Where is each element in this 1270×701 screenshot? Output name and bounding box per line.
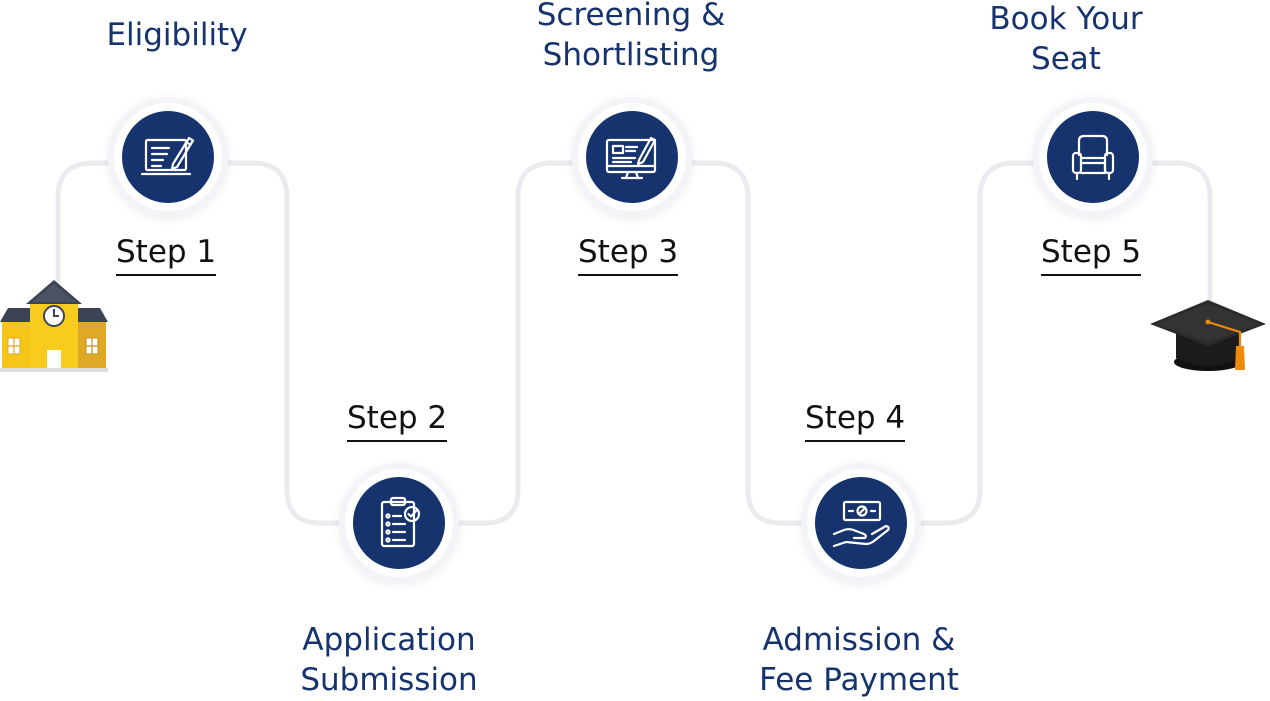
- step-2-label: Step 2: [347, 400, 448, 442]
- step-5-label: Step 5: [1041, 234, 1142, 276]
- step-4-label: Step 4: [805, 400, 906, 442]
- step-5-node: [1039, 103, 1147, 211]
- laptop-edit-icon: [140, 136, 195, 176]
- school-building-icon: [0, 280, 108, 372]
- step-1-label: Step 1: [116, 234, 217, 276]
- step-2-title: Application Submission: [300, 622, 478, 698]
- step-1-title: Eligibility: [106, 17, 248, 53]
- step-5-title: Book Your Seat: [989, 1, 1143, 77]
- step-3-node: [578, 103, 686, 211]
- step-3-label: Step 3: [578, 234, 679, 276]
- step-1-node: [114, 103, 222, 211]
- step-2-node: [345, 469, 453, 577]
- step-4-node: [807, 469, 915, 577]
- step-3-title: Screening & Shortlisting: [536, 0, 726, 73]
- hand-money-icon: [832, 500, 890, 548]
- graduation-cap-icon: [1150, 300, 1266, 371]
- armchair-seat-icon: [1071, 134, 1115, 181]
- monitor-edit-icon: [605, 136, 657, 180]
- step-4-title: Admission & Fee Payment: [759, 622, 959, 698]
- clipboard-checklist-icon: [380, 496, 421, 548]
